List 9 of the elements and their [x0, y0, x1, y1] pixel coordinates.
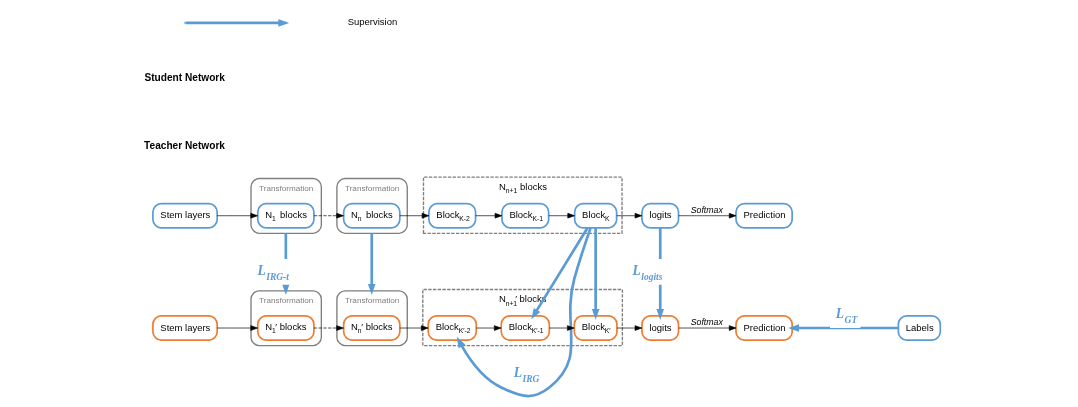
edge-label: L$_{logits}$ — [632, 262, 662, 282]
edge-label: Softmax — [690, 316, 723, 327]
label: Teacher Network — [143, 140, 225, 152]
legend-label: Supervision — [347, 16, 397, 28]
label: Student Network — [143, 71, 225, 83]
edge-label: L$_{IRG}$ — [513, 365, 539, 385]
edge-label: L$_{GT}$ — [835, 305, 857, 325]
edge-label: L$_{IRG-t}$ — [256, 262, 289, 282]
edge-label: Softmax — [690, 204, 723, 215]
